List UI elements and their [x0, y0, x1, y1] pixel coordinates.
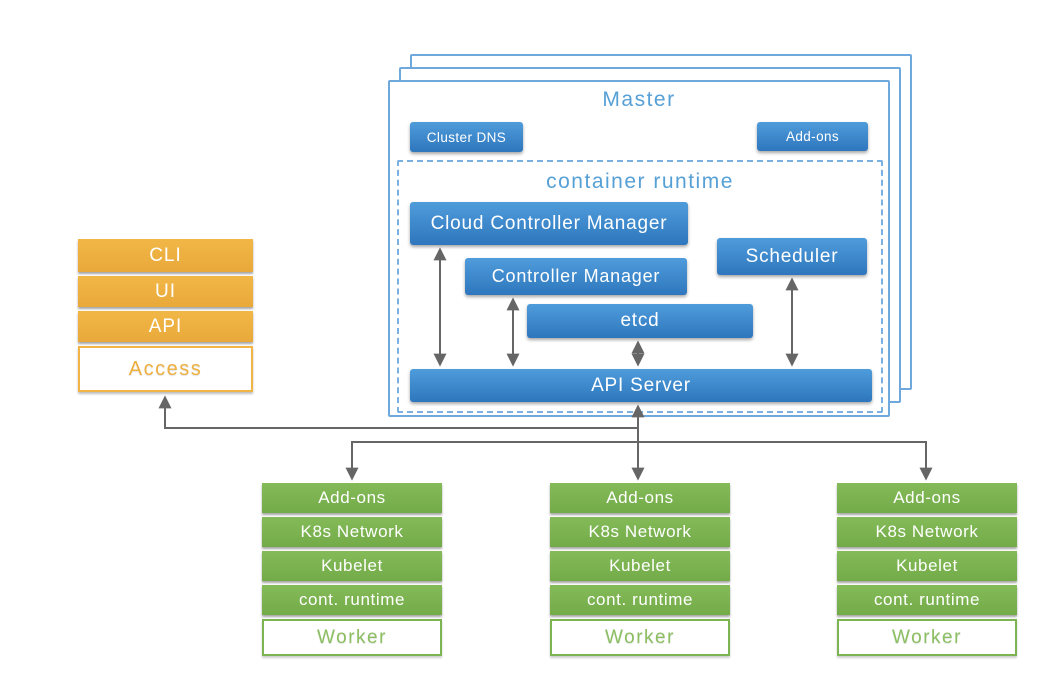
- wire-apiserver-workers: [345, 441, 933, 481]
- worker2-row-cont-runtime: cont. runtime: [550, 585, 730, 615]
- worker1-label-box: Worker: [262, 619, 442, 656]
- addons-master-badge: Add-ons: [757, 122, 868, 151]
- worker3-row-cont-runtime: cont. runtime: [837, 585, 1017, 615]
- worker1-row-kubelet: Kubelet: [262, 551, 442, 581]
- container-runtime-title: container runtime: [546, 170, 734, 193]
- worker1-row-cont-runtime: cont. runtime: [262, 585, 442, 615]
- cloud-controller-manager-box: Cloud Controller Manager: [410, 202, 688, 245]
- worker1-row-k8s-network: K8s Network: [262, 517, 442, 547]
- worker2-row-kubelet: Kubelet: [550, 551, 730, 581]
- worker1-row-addons: Add-ons: [262, 483, 442, 513]
- access-row-ui: UI: [78, 276, 253, 307]
- worker3-row-kubelet: Kubelet: [837, 551, 1017, 581]
- access-label-box: Access: [78, 346, 253, 392]
- worker3-row-addons: Add-ons: [837, 483, 1017, 513]
- access-row-api: API: [78, 311, 253, 342]
- worker2-row-addons: Add-ons: [550, 483, 730, 513]
- worker2-row-k8s-network: K8s Network: [550, 517, 730, 547]
- etcd-box: etcd: [527, 304, 753, 338]
- api-server-box: API Server: [410, 369, 872, 402]
- cluster-dns-badge: Cluster DNS: [410, 122, 523, 152]
- access-row-cli: CLI: [78, 239, 253, 272]
- worker2-label-box: Worker: [550, 619, 730, 656]
- master-title: Master: [602, 88, 676, 111]
- controller-manager-box: Controller Manager: [465, 258, 687, 295]
- scheduler-box: Scheduler: [717, 238, 867, 275]
- worker3-label-box: Worker: [837, 619, 1017, 656]
- worker3-row-k8s-network: K8s Network: [837, 517, 1017, 547]
